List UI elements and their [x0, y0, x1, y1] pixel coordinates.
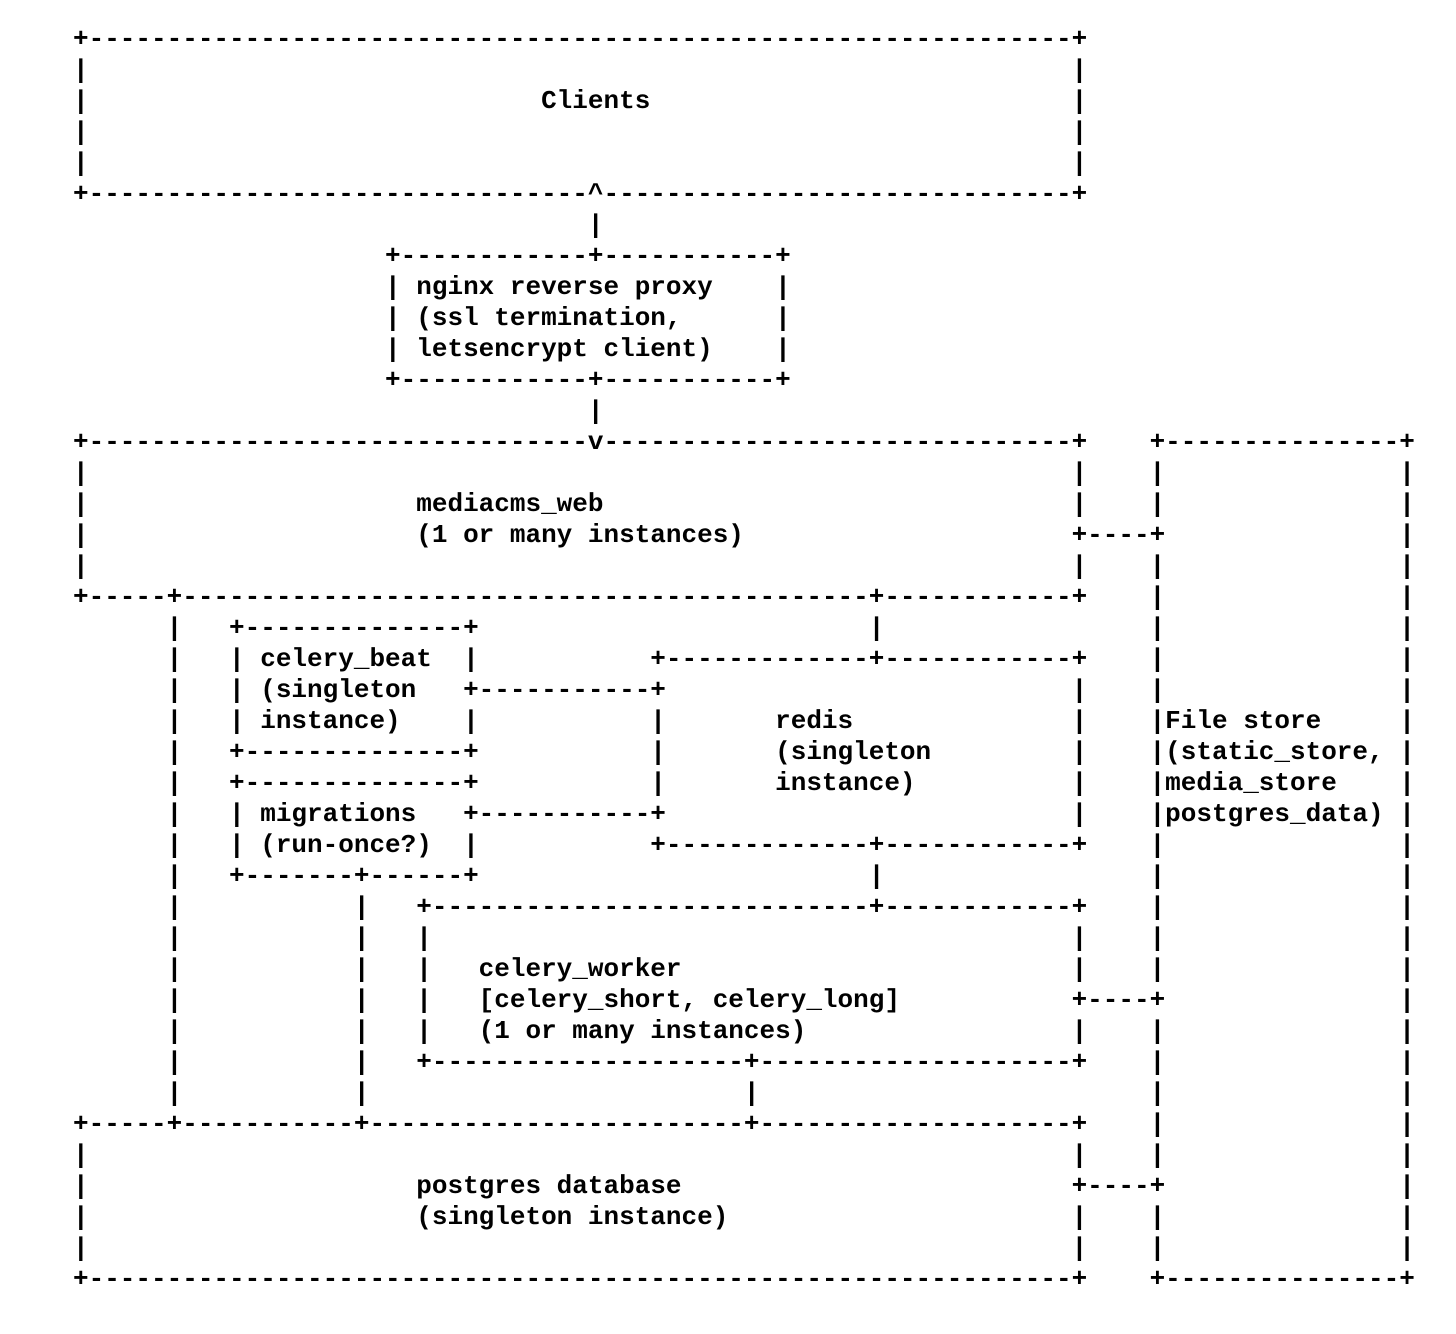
- architecture-ascii-diagram: +---------------------------------------…: [73, 24, 1415, 1294]
